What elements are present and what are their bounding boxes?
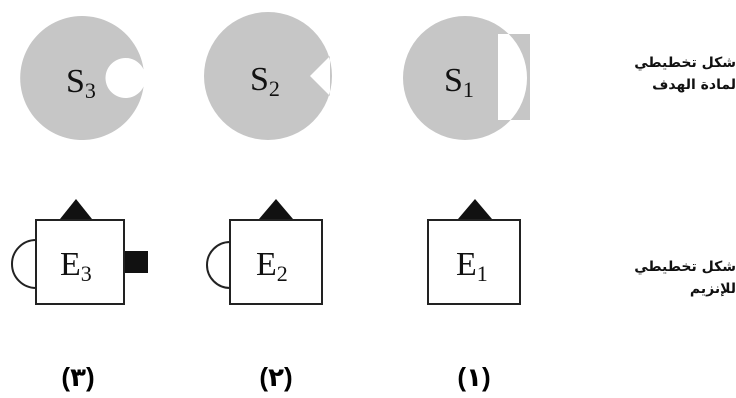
substrate-3: S3 bbox=[20, 15, 146, 140]
substrate-1: S1 bbox=[403, 16, 530, 140]
enzyme-1-label: E1 bbox=[456, 246, 488, 286]
substrate-1-label: S1 bbox=[444, 62, 474, 102]
number-label-2: (٢) bbox=[259, 362, 292, 392]
substrate-1-shape bbox=[403, 16, 530, 140]
enzyme-row-label-line1: شكل تخطيطي bbox=[634, 259, 736, 275]
enzyme-3: E3 bbox=[11, 199, 148, 305]
substrate-2-shape bbox=[204, 12, 332, 140]
enzyme-3-right-block bbox=[124, 251, 148, 273]
enzyme-row-label: شكل تخطيطي للإنزيم bbox=[624, 256, 736, 300]
enzyme-1-active-triangle bbox=[458, 199, 492, 219]
enzyme-1: E1 bbox=[427, 199, 521, 305]
enzyme-2: E2 bbox=[206, 199, 323, 305]
substrate-2: S2 bbox=[204, 12, 332, 140]
enzyme-3-box bbox=[35, 219, 125, 305]
substrate-3-label: S3 bbox=[66, 63, 96, 103]
substrate-3-shape bbox=[20, 15, 146, 140]
number-label-3: (٣) bbox=[61, 362, 94, 392]
enzyme-2-left-arc bbox=[206, 241, 231, 289]
enzyme-2-active-triangle bbox=[259, 199, 293, 219]
enzyme-1-box bbox=[427, 219, 521, 305]
number-label-1: (١) bbox=[457, 362, 490, 392]
enzyme-2-box bbox=[229, 219, 323, 305]
substrate-row-label-line1: شكل تخطيطي bbox=[634, 55, 736, 71]
substrate-row-label: شكل تخطيطي لمادة الهدف bbox=[624, 52, 736, 96]
substrate-2-label: S2 bbox=[250, 61, 280, 101]
enzyme-3-label: E3 bbox=[60, 246, 92, 286]
enzyme-3-active-triangle bbox=[60, 199, 92, 219]
enzyme-2-label: E2 bbox=[256, 246, 288, 286]
enzyme-3-left-arc bbox=[11, 239, 37, 289]
enzyme-row-label-line2: للإنزيم bbox=[689, 281, 736, 297]
substrate-row-label-line2: لمادة الهدف bbox=[652, 77, 736, 93]
